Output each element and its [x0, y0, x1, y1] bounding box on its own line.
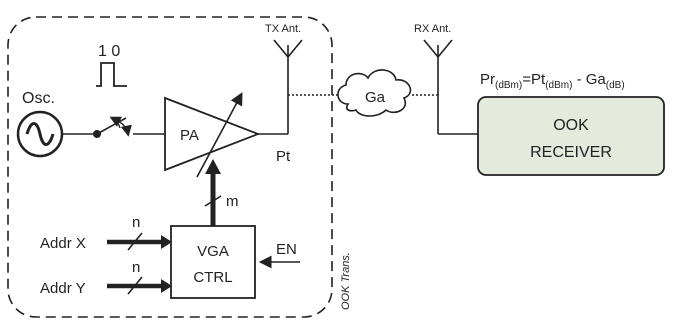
rx-ant-label: RX Ant. [414, 23, 451, 35]
channel-cloud [337, 69, 412, 117]
pa-label: PA [180, 127, 199, 144]
tx-ant-label: TX Ant. [265, 23, 301, 35]
eq-equals: = [522, 71, 531, 88]
addr-x-arrowhead [161, 235, 172, 249]
en-label: EN [276, 241, 297, 258]
transmitter-label: OOK Trans. [340, 252, 352, 310]
addr-x-label: Addr X [40, 235, 86, 252]
ook-receiver-block [477, 96, 665, 176]
ga-label: Ga [365, 89, 386, 106]
eq-pr-sub: (dBm) [495, 80, 522, 91]
pa-amplifier [164, 96, 261, 172]
eq-pt: Pt [531, 71, 546, 88]
oscillator-label: Osc. [22, 90, 55, 107]
eq-pt-sub: (dBm) [545, 80, 572, 91]
sine-wave-icon [25, 122, 55, 146]
tx-antenna-icon [273, 39, 303, 59]
addr-y-arrowhead [161, 279, 172, 293]
eq-ga-sub: (dB) [606, 80, 625, 91]
vga-label-1: VGA [197, 243, 229, 260]
m-bus-arrowhead [205, 159, 221, 174]
receiver-label-1: OOK [553, 117, 589, 134]
switch-arc [118, 121, 132, 137]
m-label: m [226, 193, 239, 210]
switch-arc-rev [109, 116, 123, 129]
transmitter-boundary [7, 16, 333, 318]
link-budget-equation: Pr(dBm)=Pt(dBm) - Ga(dB) [480, 71, 625, 91]
vga-label-2: CTRL [193, 269, 232, 286]
pa-gain-arrow [196, 92, 243, 178]
n-x-label: n [132, 214, 140, 231]
receiver-label-2: RECEIVER [530, 144, 612, 161]
bits-label: 1 0 [98, 43, 120, 60]
square-wave-icon [96, 62, 127, 87]
eq-minus: - [572, 71, 585, 88]
eq-pr: Pr [480, 71, 495, 88]
vga-ctrl-block [170, 225, 256, 299]
addr-x-slash [127, 232, 143, 251]
switch-blade [96, 117, 127, 135]
addr-y-label: Addr Y [40, 280, 86, 297]
pt-label: Pt [276, 148, 291, 165]
eq-ga: Ga [586, 71, 607, 88]
n-y-label: n [132, 259, 140, 276]
addr-y-slash [127, 276, 143, 295]
m-bus-slash [204, 195, 222, 207]
